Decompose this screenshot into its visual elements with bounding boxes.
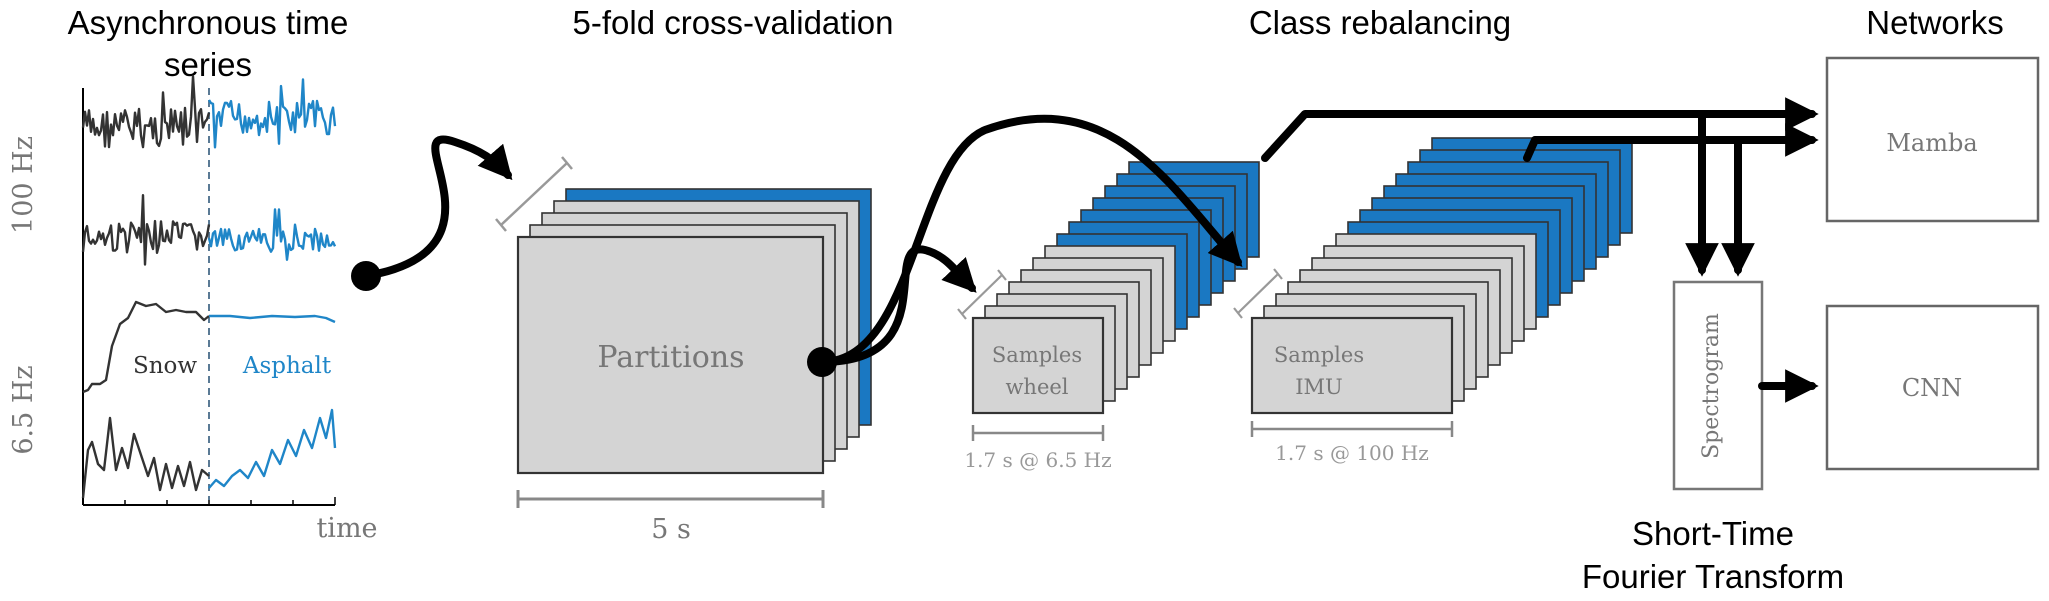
heading-stft-line1: Short-Time (1632, 515, 1794, 552)
signal-high-rate-1-snow (81, 75, 211, 149)
source-dot-series (351, 261, 381, 291)
wheel-depth-bracket (957, 269, 1007, 320)
spectrogram-label: Spectrogram (1699, 313, 1724, 459)
spectrogram-box (1672, 280, 1764, 491)
cnn-label: CNN (1902, 374, 1962, 402)
heading-stft-line2: Fourier Transform (1582, 558, 1844, 595)
signal-low-rate-2-snow (81, 416, 210, 499)
imu-samples-stack (1250, 137, 1633, 415)
imu-samples-label-line2: IMU (1295, 375, 1343, 399)
wheel-samples-stack (971, 161, 1260, 415)
source-dot-partitions (807, 347, 837, 377)
signal-low-rate-2-asphalt (208, 408, 337, 489)
heading-async-line1: Asynchronous time (68, 4, 349, 41)
wheel-span-bracket (971, 425, 1105, 441)
partitions-label: Partitions (597, 340, 744, 375)
imu-samples-label-line1: Samples (1274, 343, 1364, 367)
mamba-box (1825, 56, 2040, 223)
signal-high-rate-2-snow (81, 194, 211, 266)
wheel-samples-label-line1: Samples (992, 343, 1082, 367)
arrow-series-to-partitions (362, 135, 513, 280)
partitions-stack (516, 188, 872, 475)
imu-sample-layer (1250, 316, 1454, 415)
signal-high-rate-1-asphalt (207, 78, 337, 149)
imu-depth-bracket (1233, 268, 1283, 319)
arrow-partitions-to-imu (818, 114, 1243, 366)
imu-span-bracket (1250, 421, 1454, 437)
signal-high-rate-2-asphalt (207, 208, 337, 261)
arrow-imu-to-mamba (1523, 123, 1819, 162)
timeseries-panel: 100 Hz 6.5 Hz Snow Asphalt time (8, 75, 378, 544)
wheel-samples-label-line2: wheel (1005, 375, 1068, 399)
cnn-box (1825, 304, 2040, 471)
heading-async-line2: series (164, 46, 252, 83)
signal-low-rate-1-asphalt (209, 314, 336, 324)
heading-cross-validation: 5-fold cross-validation (573, 4, 894, 41)
signal-low-rate-1-snow (82, 300, 210, 394)
partition-layer (516, 235, 825, 475)
arrow-wheel-to-mamba (1261, 97, 1819, 162)
label-high-rate: 100 Hz (8, 136, 39, 234)
partitions-span-label: 5 s (651, 514, 691, 545)
imu-span-label: 1.7 s @ 100 Hz (1275, 441, 1429, 465)
wheel-sample-layer (971, 316, 1105, 415)
label-snow: Snow (133, 353, 197, 379)
label-time-axis: time (316, 513, 377, 544)
mamba-label: Mamba (1886, 129, 1977, 157)
partitions-span-bracket (516, 490, 825, 508)
wheel-span-label: 1.7 s @ 6.5 Hz (964, 448, 1111, 472)
x-axis-ticks (82, 497, 336, 505)
partitions-depth-bracket (495, 156, 573, 232)
heading-networks: Networks (1866, 4, 2004, 41)
label-low-rate: 6.5 Hz (8, 365, 39, 454)
label-asphalt: Asphalt (242, 353, 332, 379)
heading-class-rebalancing: Class rebalancing (1249, 4, 1511, 41)
